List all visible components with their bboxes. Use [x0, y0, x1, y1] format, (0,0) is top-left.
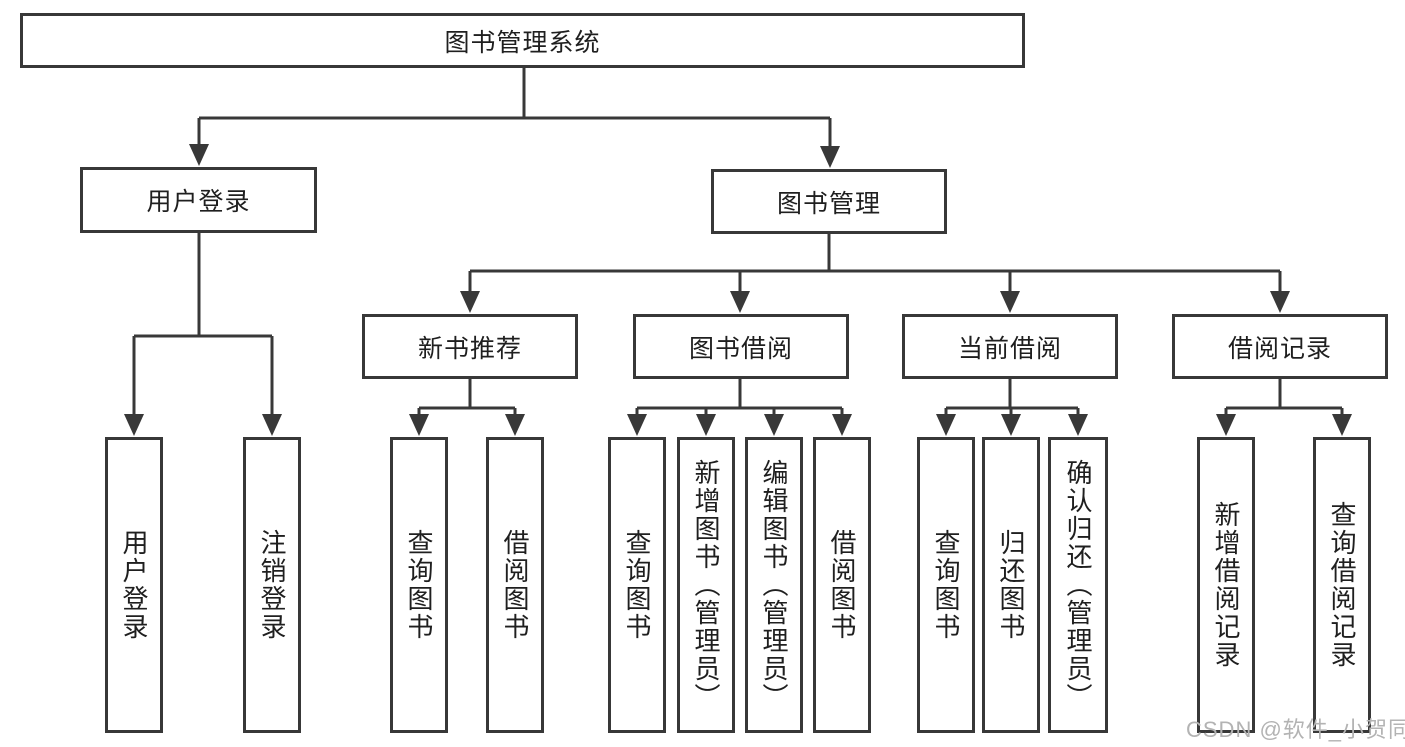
node-current-borrowing: 当前借阅 — [902, 314, 1118, 379]
leaf-add-borrow-record: 新增借阅记录 — [1197, 437, 1255, 733]
node-user-login-label: 用户登录 — [146, 188, 251, 216]
arrowhead — [262, 414, 282, 436]
node-borrow-records-label: 借阅记录 — [1227, 334, 1332, 363]
leaf-return-book-label: 归还图书 — [996, 529, 1026, 641]
leaf-logout-label: 注销登录 — [257, 529, 287, 641]
leaf-borrow-books-borrowing-label: 借阅图书 — [827, 529, 857, 641]
arrowhead — [1000, 291, 1020, 313]
leaf-query-books-current: 查询图书 — [917, 437, 975, 733]
connector-borrow-records — [1224, 379, 1344, 415]
node-root: 图书管理系统 — [20, 13, 1025, 68]
leaf-user-login: 用户登录 — [105, 437, 163, 733]
arrowhead — [409, 414, 429, 436]
connector-current-borrowing — [944, 379, 1080, 415]
arrowhead — [820, 146, 840, 168]
arrowhead — [764, 414, 784, 436]
leaf-query-books-borrowing-label: 查询图书 — [622, 529, 652, 641]
node-current-borrowing-label: 当前借阅 — [957, 334, 1062, 363]
arrowhead — [1216, 414, 1236, 436]
leaf-query-borrow-record: 查询借阅记录 — [1313, 437, 1371, 733]
arrowhead — [124, 414, 144, 436]
node-book-borrowing-label: 图书借阅 — [688, 334, 793, 363]
leaf-query-borrow-record-label: 查询借阅记录 — [1327, 501, 1357, 669]
arrowhead — [936, 414, 956, 436]
node-user-login: 用户登录 — [80, 167, 317, 233]
node-new-book-recommend-label: 新书推荐 — [417, 334, 522, 363]
leaf-user-login-label: 用户登录 — [119, 529, 149, 641]
connector-root — [197, 67, 832, 147]
leaf-return-book: 归还图书 — [982, 437, 1040, 733]
leaf-edit-book-admin: 编辑图书（管理员） — [745, 437, 803, 733]
leaf-borrow-books-recommend: 借阅图书 — [486, 437, 544, 733]
connector-new-book — [417, 379, 517, 415]
watermark: CSDN @软件_小贺同学 — [1186, 717, 1405, 742]
arrowhead — [1068, 414, 1088, 436]
arrowhead — [1332, 414, 1352, 436]
leaf-query-books-borrowing: 查询图书 — [608, 437, 666, 733]
arrowhead — [1270, 291, 1290, 313]
leaf-add-book-admin: 新增图书（管理员） — [677, 437, 735, 733]
arrowheads — [124, 144, 1352, 436]
node-book-management-label: 图书管理 — [776, 189, 881, 218]
arrowhead — [189, 144, 209, 166]
node-book-borrowing: 图书借阅 — [633, 314, 849, 379]
connector-paths — [132, 67, 1344, 415]
leaf-confirm-return-admin: 确认归还（管理员） — [1048, 437, 1108, 733]
leaf-add-book-admin-label: 新增图书（管理员） — [691, 459, 721, 711]
leaf-borrow-books-borrowing: 借阅图书 — [813, 437, 871, 733]
arrowhead — [505, 414, 525, 436]
arrowhead — [730, 291, 750, 313]
arrowhead — [832, 414, 852, 436]
leaf-query-books-current-label: 查询图书 — [931, 529, 961, 641]
connector-user-login — [132, 232, 274, 415]
node-root-label: 图书管理系统 — [444, 28, 601, 57]
leaf-edit-book-admin-label: 编辑图书（管理员） — [759, 459, 789, 711]
arrowhead — [460, 291, 480, 313]
arrowhead — [1001, 414, 1021, 436]
leaf-add-borrow-record-label: 新增借阅记录 — [1211, 501, 1241, 669]
leaf-logout: 注销登录 — [243, 437, 301, 733]
arrowhead — [696, 414, 716, 436]
leaf-query-books-recommend: 查询图书 — [390, 437, 448, 733]
node-book-management: 图书管理 — [711, 169, 947, 234]
leaf-borrow-books-recommend-label: 借阅图书 — [500, 529, 530, 641]
node-new-book-recommend: 新书推荐 — [362, 314, 578, 379]
leaf-query-books-recommend-label: 查询图书 — [404, 529, 434, 641]
connector-book-borrowing — [635, 379, 844, 415]
node-borrow-records: 借阅记录 — [1172, 314, 1388, 379]
leaf-confirm-return-admin-label: 确认归还（管理员） — [1063, 459, 1093, 711]
connector-book-management — [468, 234, 1282, 292]
arrowhead — [627, 414, 647, 436]
